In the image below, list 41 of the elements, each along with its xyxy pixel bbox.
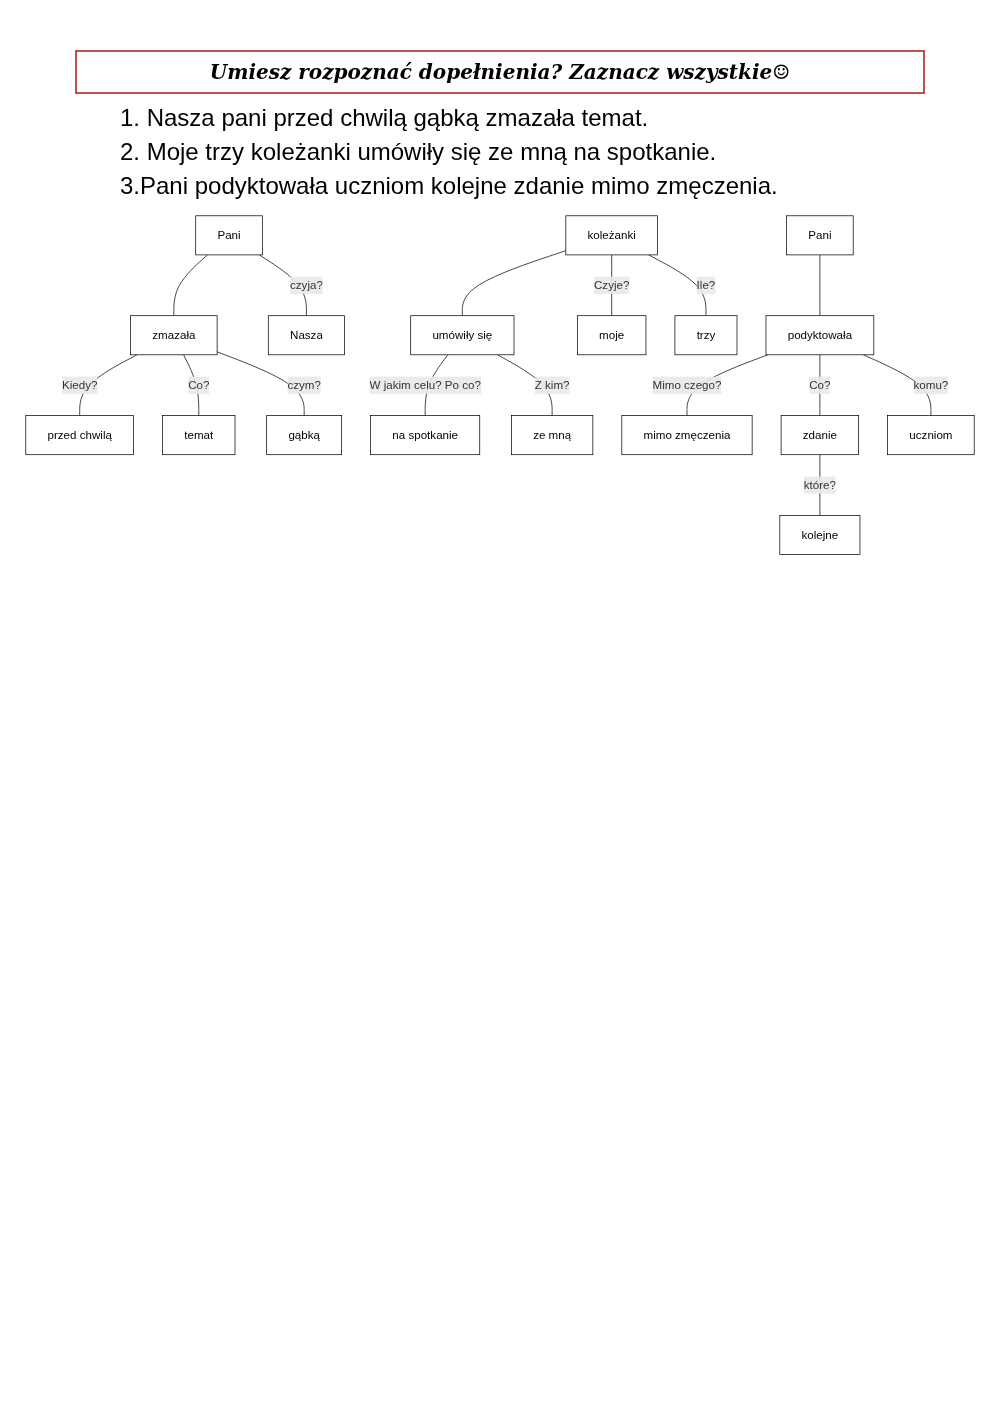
connector [462,250,567,317]
edge-label: Ile? [696,278,716,292]
title: Umiesz rozpoznać dopełnienia? Zaznacz wszystkie☺ [75,50,925,94]
edge-label: które? [803,478,836,491]
node-box: Nasza [267,315,345,356]
edge-label: Co? [809,378,831,391]
node-box: gąbką [266,415,343,456]
edge-label: komu? [913,378,949,391]
connector [216,351,305,416]
connector [173,254,208,317]
node-box: temat [162,415,236,456]
edge-label: Z kim? [534,378,570,391]
node-box: uczniom [887,415,975,456]
node-box: przed chwilą [25,415,134,456]
node-box: zdanie [780,415,860,456]
edge-label: Kiedy? [62,378,98,391]
node-box: ze mną [511,415,594,456]
node-box: podyktowała [765,315,875,356]
node-box: Pani [195,215,263,256]
node-box: umówiły się [410,315,515,356]
edge-label: czym? [287,378,321,391]
node-box: Pani [786,215,854,256]
node-box: moje [577,315,647,356]
sentence-text: 3.Pani podyktowała uczniom kolejne zdanie mimo zmęczenia. [120,172,779,200]
connector [819,354,821,416]
node-box: kolejne [779,515,861,555]
edge-label: Co? [188,378,210,391]
edge-label: Mimo czego? [652,378,722,391]
edge-label: czyja? [290,278,323,292]
sentence-text: 2. Moje trzy koleżanki umówiły się ze mną na spotkanie. [120,138,718,166]
connector [183,354,200,416]
node-box: koleżanki [565,215,658,256]
connector [819,254,821,317]
node-box: na spotkanie [370,415,481,456]
edge-label: W jakim celu? Po co? [369,378,481,391]
connector [648,254,707,317]
node-box: zmazała [130,315,218,356]
sentence-text: 1. Nasza pani przed chwilą gąbką zmazała temat. [120,104,650,132]
edge-label: Czyje? [593,278,630,292]
node-box: trzy [674,315,738,356]
node-box: mimo zmęczenia [621,415,753,456]
